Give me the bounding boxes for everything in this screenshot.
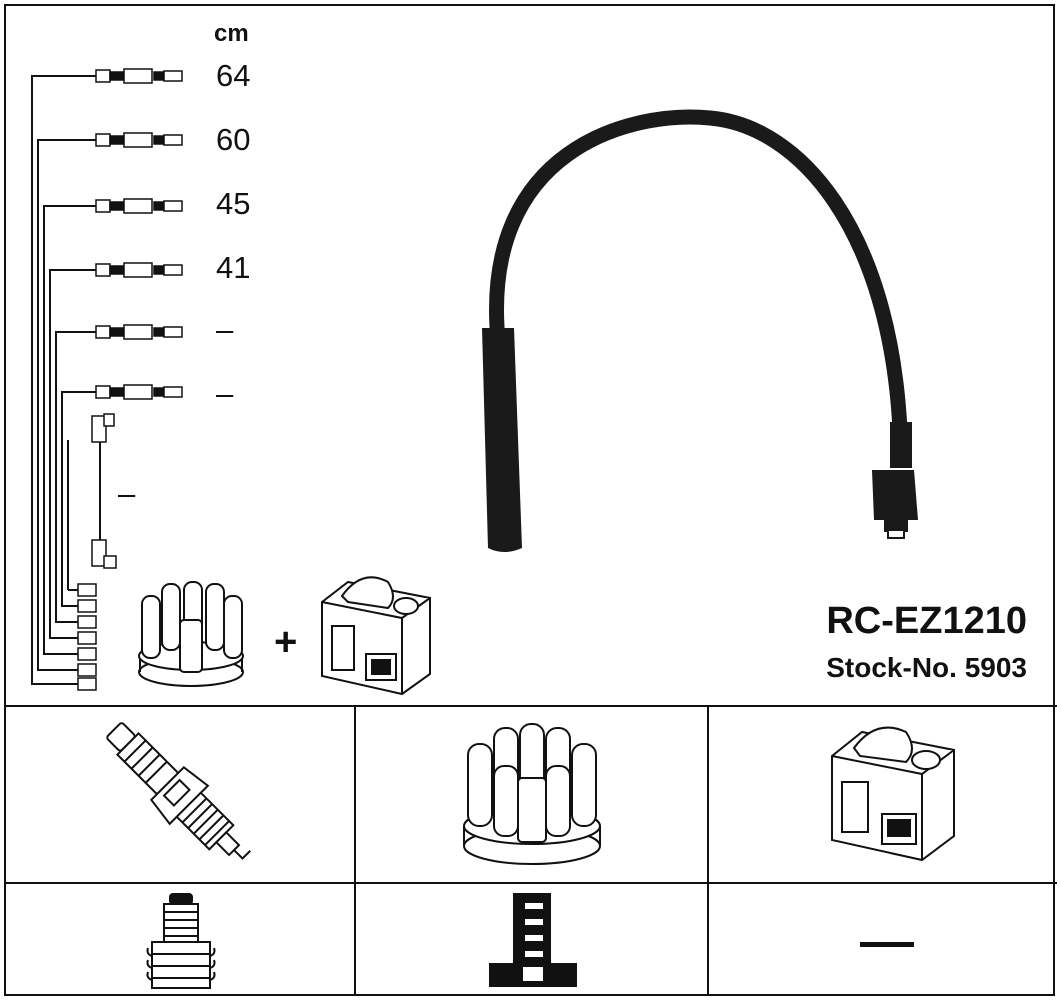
cap-connector-icon — [489, 893, 577, 987]
spark-plug-icon — [106, 722, 252, 860]
table-column-divider-2 — [707, 706, 709, 996]
diagram-frame — [4, 4, 1055, 996]
ignition-coil-icon — [321, 576, 431, 696]
stock-number: Stock-No. 5903 — [826, 652, 1027, 683]
lead-set-schematic — [31, 68, 183, 691]
table-middle-divider — [4, 882, 1057, 884]
plus-sign: + — [274, 620, 298, 664]
distributor-cap-icon-large — [463, 723, 601, 865]
lead-length-7: – — [118, 476, 136, 511]
lead-length-4: 41 — [216, 250, 251, 285]
table-column-divider-1 — [354, 706, 356, 996]
lead-length-5: – — [216, 312, 234, 347]
lead-length-2: 60 — [216, 122, 251, 157]
lead-length-3: 45 — [216, 186, 251, 221]
ignition-coil-icon-large — [831, 726, 955, 862]
plug-connector-icon — [146, 893, 216, 989]
length-unit-label: cm — [214, 20, 249, 47]
lead-length-1: 64 — [216, 58, 251, 93]
distributor-cap-icon — [138, 581, 244, 687]
lead-length-6: – — [216, 376, 234, 411]
table-top-divider — [4, 705, 1057, 707]
product-code: RC-EZ1210 — [826, 600, 1027, 642]
ignition-cable-illustration — [482, 109, 918, 552]
coil-connector-not-applicable — [860, 942, 914, 947]
